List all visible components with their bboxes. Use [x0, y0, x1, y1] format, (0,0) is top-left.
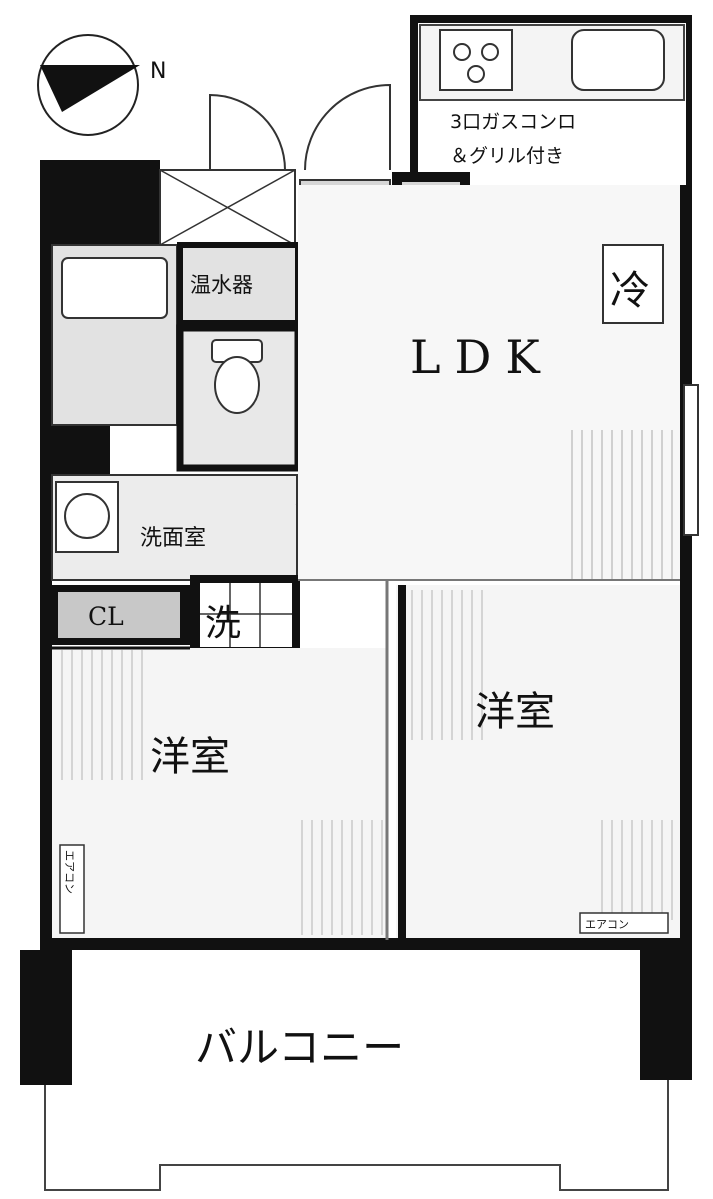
western-room-left: 洋室 エアコン [52, 648, 387, 938]
washroom-area: 洗面室 洗 CL [50, 474, 377, 655]
water-heater-label: 温水器 [190, 273, 253, 297]
western-room-right: 洋室 エアコン [396, 585, 680, 938]
interior-walls [52, 579, 680, 940]
western-room-left-label: 洋室 [150, 734, 230, 780]
ldk-area: 冷 LDK [298, 185, 699, 580]
entrance-door-swing-2 [304, 83, 391, 171]
compass: N [37, 34, 166, 136]
balcony: バルコニー [20, 950, 692, 1191]
ac-left-label: エアコン [63, 850, 76, 894]
gas-stove [439, 29, 513, 91]
western-room-right-label: 洋室 [475, 689, 555, 735]
balcony-railing [44, 1080, 669, 1191]
compass-arrow-icon [40, 65, 140, 112]
kitchen-area: 3口ガスコンロ ＆グリル付き [419, 24, 685, 167]
ac-right [579, 912, 669, 934]
kitchen-note-line2: ＆グリル付き [450, 145, 564, 167]
ac-left [59, 844, 85, 934]
fridge-label: 冷 [610, 268, 650, 314]
closet-label: CL [88, 602, 124, 631]
compass-north-label: N [150, 59, 166, 84]
ldk-label: LDK [410, 330, 554, 384]
bathtub [61, 257, 168, 319]
wet-area: 温水器 [51, 242, 302, 472]
washroom-label: 洗面室 [140, 526, 206, 551]
fridge-space [602, 244, 664, 324]
washer-label: 洗 [205, 603, 241, 644]
kitchen-note-line1: 3口ガスコンロ [450, 111, 576, 133]
ac-right-label: エアコン [585, 918, 629, 931]
kitchen-sink [571, 29, 665, 91]
toilet [214, 356, 260, 414]
ldk-window [683, 384, 699, 536]
balcony-label: バルコニー [195, 1023, 404, 1072]
entrance-door-swing [209, 93, 286, 171]
